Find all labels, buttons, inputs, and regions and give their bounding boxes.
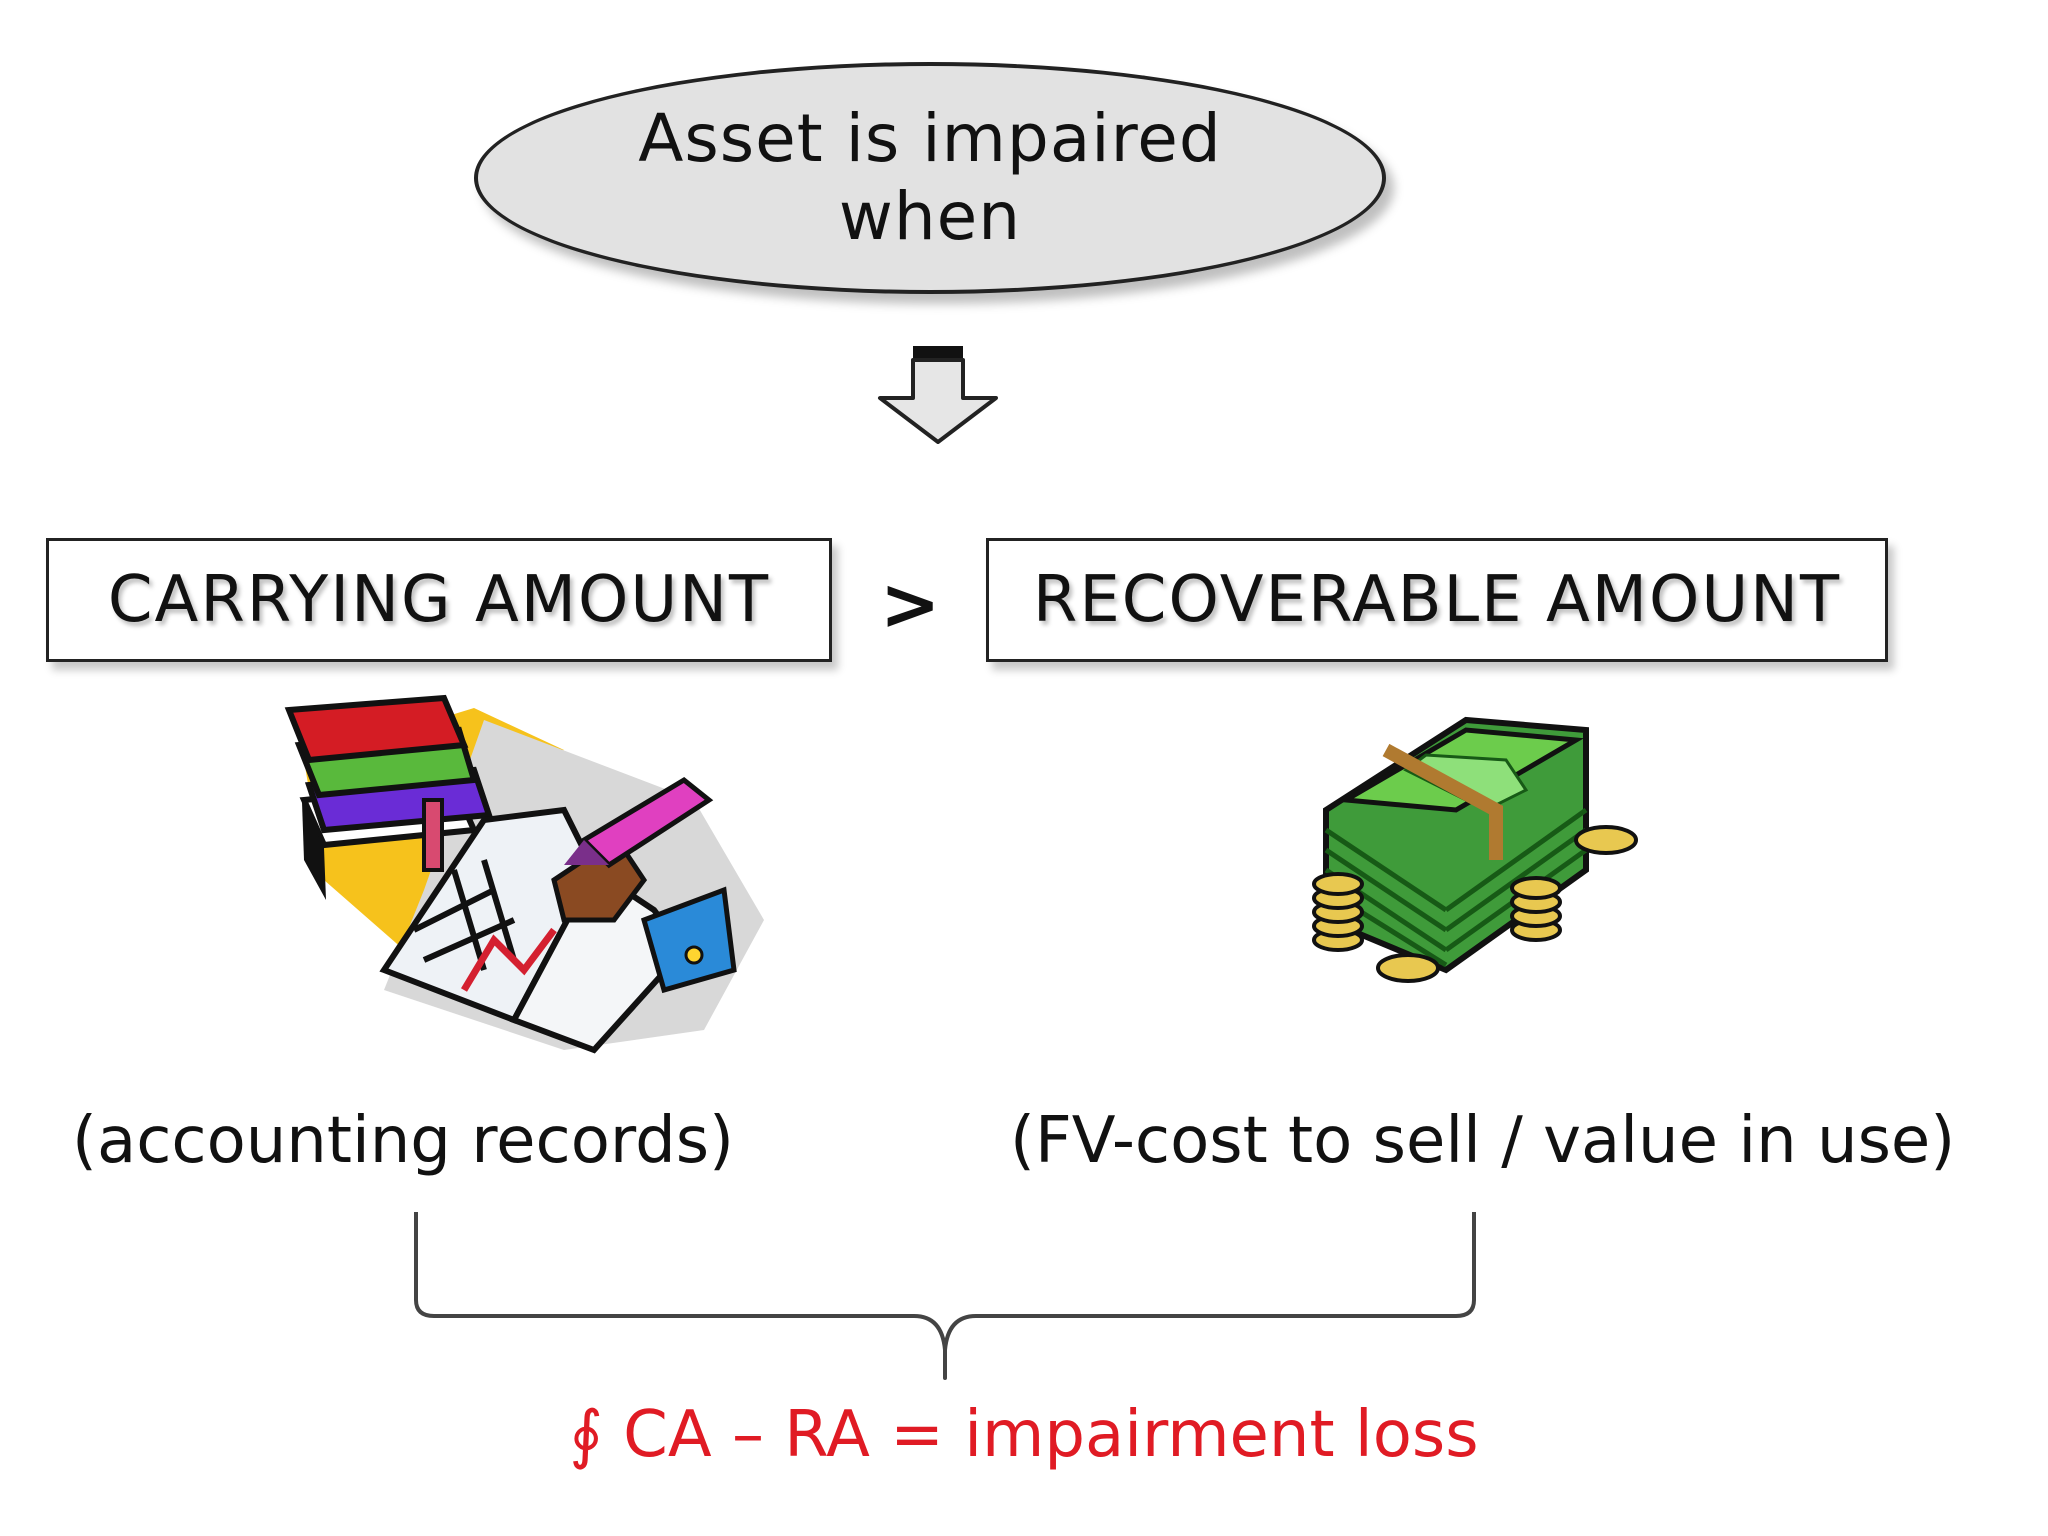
carrying-amount-label: CARRYING AMOUNT	[107, 563, 771, 637]
down-arrow-icon	[878, 346, 998, 444]
accounting-records-caption: (accounting records)	[72, 1104, 734, 1178]
curly-bracket	[414, 1212, 1476, 1380]
impairment-loss-formula: ∮ CA – RA = impairment loss	[569, 1398, 1479, 1472]
condition-line-2: when	[838, 178, 1022, 255]
condition-line-1: Asset is impaired	[638, 100, 1222, 177]
books-ledger-writing-icon	[284, 694, 764, 1054]
money-stack-coins-icon	[1312, 716, 1638, 983]
greater-than-operator: >	[880, 562, 941, 646]
recoverable-amount-label: RECOVERABLE AMOUNT	[1032, 563, 1842, 637]
carrying-amount-box: CARRYING AMOUNT	[46, 538, 832, 662]
fv-value-in-use-caption: (FV-cost to sell / value in use)	[1010, 1104, 1956, 1178]
condition-oval: Asset is impaired when	[474, 62, 1386, 294]
recoverable-amount-box: RECOVERABLE AMOUNT	[986, 538, 1888, 662]
